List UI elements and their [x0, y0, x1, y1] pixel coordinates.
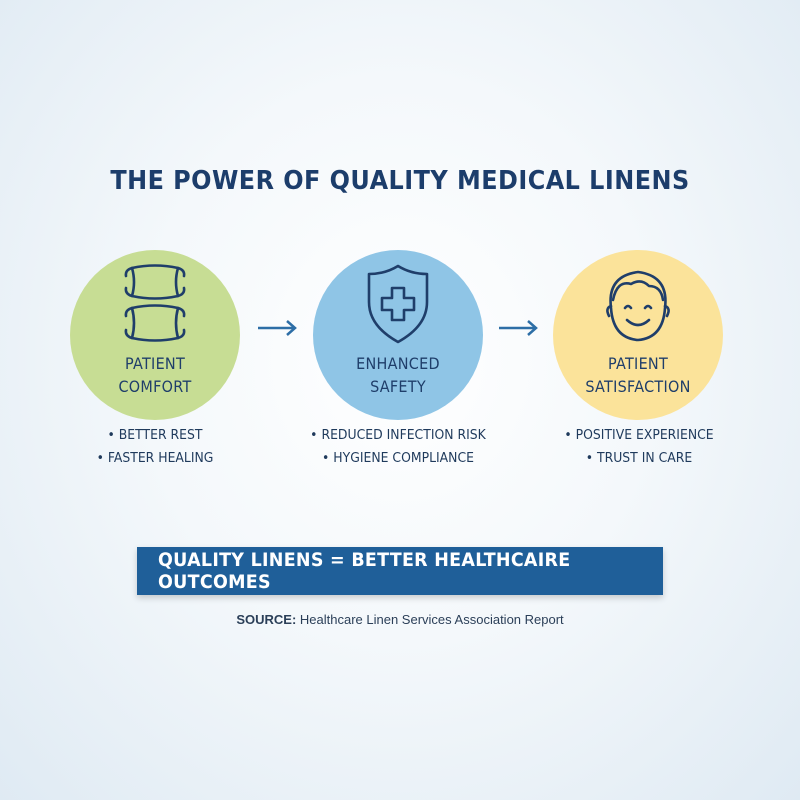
benefit-item: POSITIVE EXPERIENCE	[529, 424, 750, 447]
source-prefix: SOURCE:	[236, 612, 297, 627]
step-circle-patient-comfort: PATIENT COMFORT	[70, 250, 240, 420]
benefit-list-patient-satisfaction: POSITIVE EXPERIENCE TRUST IN CARE	[519, 424, 759, 470]
step-label: PATIENT SATISFACTION	[562, 352, 715, 398]
arrow-right-icon	[499, 320, 538, 336]
shield-cross-icon	[367, 264, 429, 344]
step-label-line1: PATIENT	[607, 354, 669, 373]
step-label-line2: COMFORT	[118, 377, 192, 396]
step-label: PATIENT COMFORT	[79, 352, 232, 398]
benefit-item: FASTER HEALING	[45, 447, 266, 470]
benefit-item: BETTER REST	[45, 424, 266, 447]
benefit-item: TRUST IN CARE	[529, 447, 750, 470]
arrow-right-icon	[258, 320, 297, 336]
source-text: Healthcare Linen Services Association Re…	[299, 612, 564, 627]
step-label-line1: PATIENT	[124, 354, 186, 373]
source-citation: SOURCE: Healthcare Linen Services Associ…	[0, 612, 800, 627]
step-label-line2: SAFETY	[370, 377, 426, 396]
benefit-item: HYGIENE COMPLIANCE	[288, 447, 509, 470]
page-title: THE POWER OF QUALITY MEDICAL LINENS	[110, 166, 690, 196]
benefit-item: REDUCED INFECTION RISK	[288, 424, 509, 447]
step-circle-patient-satisfaction: PATIENT SATISFACTION	[553, 250, 723, 420]
step-label: ENHANCED SAFETY	[322, 352, 475, 398]
pillow-icon	[124, 264, 186, 342]
step-circle-enhanced-safety: ENHANCED SAFETY	[313, 250, 483, 420]
step-label-line1: ENHANCED	[356, 354, 440, 373]
benefit-list-enhanced-safety: REDUCED INFECTION RISK HYGIENE COMPLIANC…	[278, 424, 518, 470]
smiling-face-icon	[606, 270, 670, 342]
summary-banner: QUALITY LINENS = BETTER HEALTHCAIRE OUTC…	[137, 547, 663, 595]
summary-banner-text: QUALITY LINENS = BETTER HEALTHCAIRE OUTC…	[158, 549, 571, 593]
benefit-list-patient-comfort: BETTER REST FASTER HEALING	[35, 424, 275, 470]
step-label-line2: SATISFACTION	[585, 377, 691, 396]
